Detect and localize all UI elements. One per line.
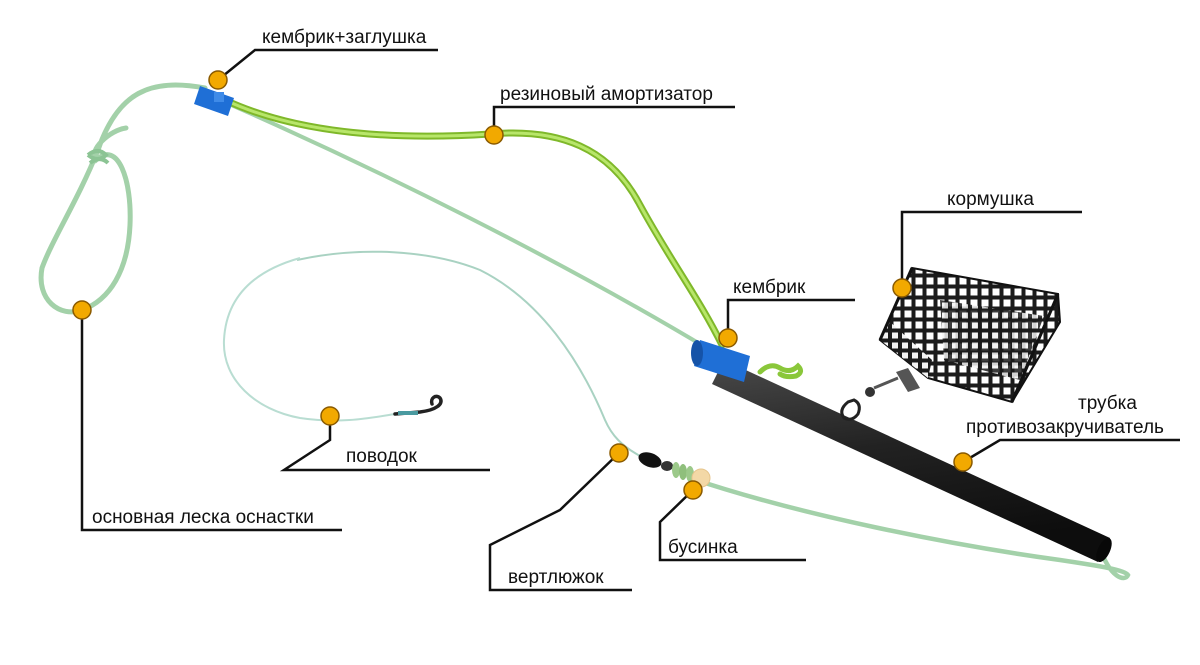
label-bead: бусинка (668, 537, 738, 558)
leader-mainline (296, 250, 641, 457)
marker-shock-gum (484, 125, 504, 145)
cambric-plug-connector (194, 86, 234, 116)
marker-swivel (609, 443, 629, 463)
label-feeder: кормушка (947, 189, 1034, 210)
label-leader: поводок (346, 446, 417, 467)
swivel (638, 452, 673, 471)
feeder-cage (878, 266, 1062, 404)
leader-line (222, 257, 396, 422)
callout-lines (80, 48, 1180, 592)
cambric-connector (691, 340, 750, 382)
markers (72, 70, 973, 500)
anti-tangle-tube (712, 360, 1110, 562)
label-tube-line2: противозакручиватель (966, 417, 1164, 438)
marker-bead (683, 480, 703, 500)
label-cambric: кембрик (733, 277, 806, 298)
marker-tube (953, 452, 973, 472)
gum-knot (757, 362, 804, 380)
marker-feeder (892, 278, 912, 298)
label-rubber-shock: резиновый амортизатор (500, 84, 713, 105)
label-cambric-plug: кембрик+заглушка (262, 27, 427, 48)
marker-cambric-plug (208, 70, 228, 90)
marker-cambric (718, 328, 738, 348)
stopper (672, 462, 694, 482)
label-main-line: основная леска оснастки (92, 507, 314, 528)
hook (393, 394, 443, 416)
marker-leader (320, 406, 340, 426)
main-line-upper (219, 98, 712, 352)
main-line-knot (86, 149, 110, 165)
label-tube-line1: трубка (1078, 393, 1137, 414)
marker-main-line (72, 300, 92, 320)
feeder-snap (840, 376, 899, 421)
main-line-loop (38, 82, 208, 315)
main-line-lower (687, 475, 1131, 581)
label-swivel: вертлюжок (508, 567, 604, 588)
